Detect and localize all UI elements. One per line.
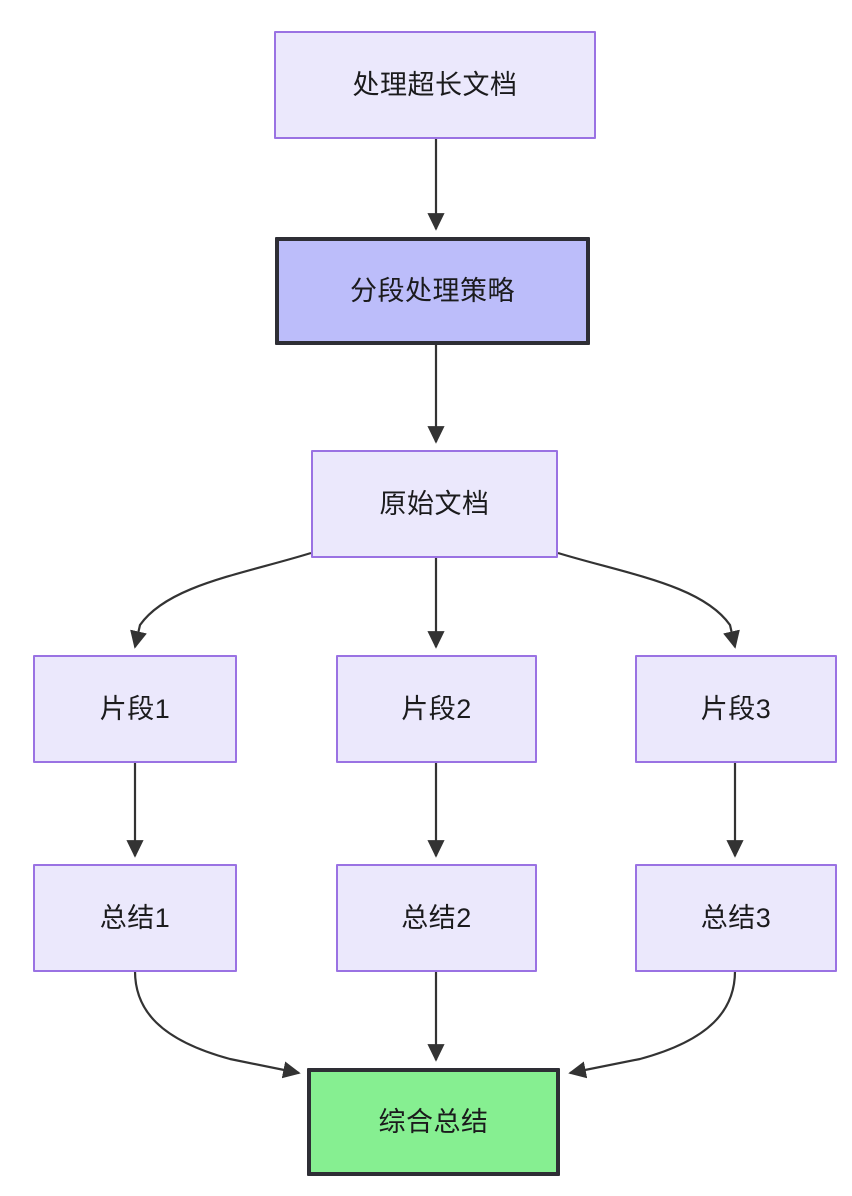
node-source-label: 原始文档 <box>379 488 490 519</box>
node-summary3[interactable]: 总结3 <box>635 864 837 972</box>
node-final-label: 综合总结 <box>378 1106 489 1137</box>
node-chunk1[interactable]: 片段1 <box>33 655 237 763</box>
node-summary3-label: 总结3 <box>700 902 772 933</box>
node-doc[interactable]: 处理超长文档 <box>274 31 596 139</box>
node-summary1[interactable]: 总结1 <box>33 864 237 972</box>
node-chunk3[interactable]: 片段3 <box>635 655 837 763</box>
node-summary2[interactable]: 总结2 <box>336 864 537 972</box>
node-chunk2[interactable]: 片段2 <box>336 655 537 763</box>
node-strategy-label: 分段处理策略 <box>350 275 515 306</box>
node-source[interactable]: 原始文档 <box>311 450 558 558</box>
edge-source-to-chunk1 <box>130 551 312 649</box>
node-summary2-label: 总结2 <box>401 902 472 933</box>
node-doc-label: 处理超长文档 <box>352 69 518 100</box>
edge-summary3-to-final <box>568 970 737 1079</box>
edge-source-to-chunk3 <box>557 551 740 649</box>
node-chunk3-label: 片段3 <box>700 693 772 724</box>
node-final[interactable]: 综合总结 <box>307 1068 560 1176</box>
node-strategy[interactable]: 分段处理策略 <box>275 237 590 345</box>
edge-summary1-to-final <box>133 970 301 1079</box>
node-summary1-label: 总结1 <box>99 902 171 933</box>
node-chunk1-label: 片段1 <box>99 693 171 724</box>
node-chunk2-label: 片段2 <box>401 693 472 724</box>
